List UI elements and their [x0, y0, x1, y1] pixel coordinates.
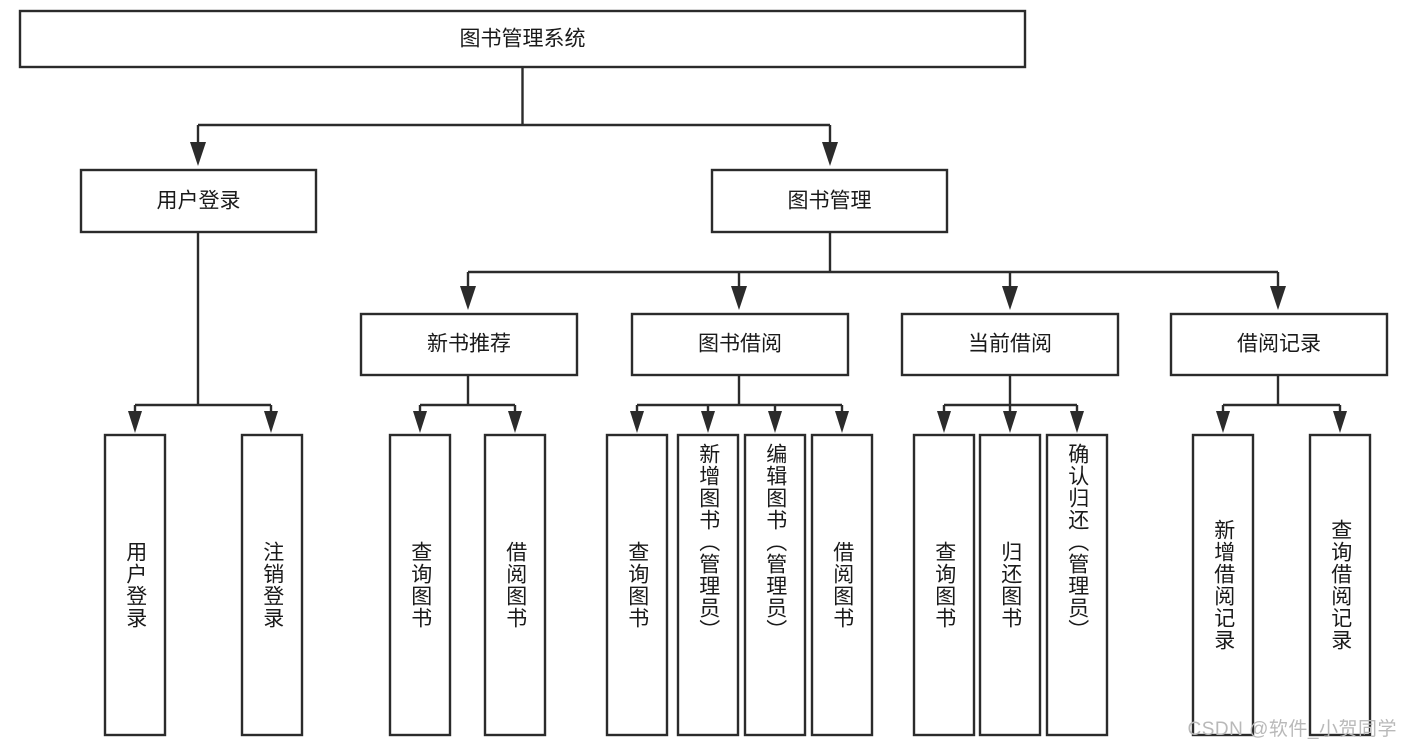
leaf-return-book-box[interactable]: [978, 433, 1042, 737]
leaf-boxes-group: [103, 433, 1372, 737]
node-current-borrow-label: 当前借阅: [968, 333, 1052, 356]
edge-group-bookmanage-to-level3: [460, 232, 1286, 310]
node-borrow-record-box[interactable]: [1169, 312, 1389, 377]
arrow-leaf-user-login-icon: [128, 411, 142, 433]
leaf-logout-login-box[interactable]: [240, 433, 304, 737]
leaf-user-login-box[interactable]: [103, 433, 167, 737]
node-book-borrow[interactable]: 图书借阅: [630, 312, 850, 377]
node-root[interactable]: 图书管理系统: [18, 9, 1027, 69]
node-root-box[interactable]: [18, 9, 1027, 69]
arrow-to-book-borrow-icon: [731, 286, 747, 310]
node-book-manage-label: 图书管理: [788, 190, 872, 213]
arrow-leaf-query-book-2-icon: [630, 411, 644, 433]
node-new-book-recommend[interactable]: 新书推荐: [359, 312, 579, 377]
csdn-watermark: CSDN @软件_小贺同学: [1187, 719, 1397, 740]
edge-group-newbook-to-leaves: [413, 375, 522, 433]
node-user-login-box[interactable]: [79, 168, 318, 234]
arrow-leaf-query-book-3-icon: [937, 411, 951, 433]
node-root-label: 图书管理系统: [460, 28, 586, 51]
leaf-query-book-2-box[interactable]: [605, 433, 669, 737]
node-book-borrow-label: 图书借阅: [698, 333, 782, 356]
leaf-borrow-book-2-box[interactable]: [810, 433, 874, 737]
arrow-to-user-login-icon: [190, 142, 206, 166]
arrow-leaf-query-borrow-record-icon: [1333, 411, 1347, 433]
node-user-login[interactable]: 用户登录: [79, 168, 318, 234]
node-current-borrow-box[interactable]: [900, 312, 1120, 377]
arrow-leaf-add-borrow-record-icon: [1216, 411, 1230, 433]
node-borrow-record[interactable]: 借阅记录: [1169, 312, 1389, 377]
node-book-manage[interactable]: 图书管理: [710, 168, 949, 234]
arrow-leaf-add-book-admin-icon: [701, 411, 715, 433]
node-book-borrow-box[interactable]: [630, 312, 850, 377]
node-book-manage-box[interactable]: [710, 168, 949, 234]
edge-group-currentborrow-to-leaves: [937, 375, 1084, 433]
leaf-query-book-1-box[interactable]: [388, 433, 452, 737]
node-borrow-record-label: 借阅记录: [1237, 333, 1321, 356]
arrow-leaf-query-book-1-icon: [413, 411, 427, 433]
edge-group-userlogin-to-leaves: [128, 232, 278, 433]
leaf-add-borrow-record-box[interactable]: [1191, 433, 1255, 737]
leaf-confirm-return-admin-box[interactable]: [1045, 433, 1109, 737]
arrow-to-new-book-recommend-icon: [460, 286, 476, 310]
arrow-to-book-manage-icon: [822, 142, 838, 166]
arrow-leaf-logout-login-icon: [264, 411, 278, 433]
arrow-to-borrow-record-icon: [1270, 286, 1286, 310]
node-new-book-recommend-box[interactable]: [359, 312, 579, 377]
leaf-borrow-book-1-box[interactable]: [483, 433, 547, 737]
arrow-leaf-borrow-book-2-icon: [835, 411, 849, 433]
edge-group-bookborrow-to-leaves: [630, 375, 849, 433]
leaf-query-book-3-box[interactable]: [912, 433, 976, 737]
leaf-add-book-admin-box[interactable]: [676, 433, 740, 737]
arrow-leaf-borrow-book-1-icon: [508, 411, 522, 433]
edge-group-root-to-level2: [190, 67, 838, 166]
arrow-to-current-borrow-icon: [1002, 286, 1018, 310]
arrow-leaf-return-book-icon: [1003, 411, 1017, 433]
leaf-query-borrow-record-box[interactable]: [1308, 433, 1372, 737]
node-current-borrow[interactable]: 当前借阅: [900, 312, 1120, 377]
node-user-login-label: 用户登录: [157, 190, 241, 213]
edge-group-borrowrecord-to-leaves: [1216, 375, 1347, 433]
leaf-edit-book-admin-box[interactable]: [743, 433, 807, 737]
arrow-leaf-confirm-return-admin-icon: [1070, 411, 1084, 433]
arrow-leaf-edit-book-admin-icon: [768, 411, 782, 433]
node-new-book-recommend-label: 新书推荐: [427, 333, 511, 356]
